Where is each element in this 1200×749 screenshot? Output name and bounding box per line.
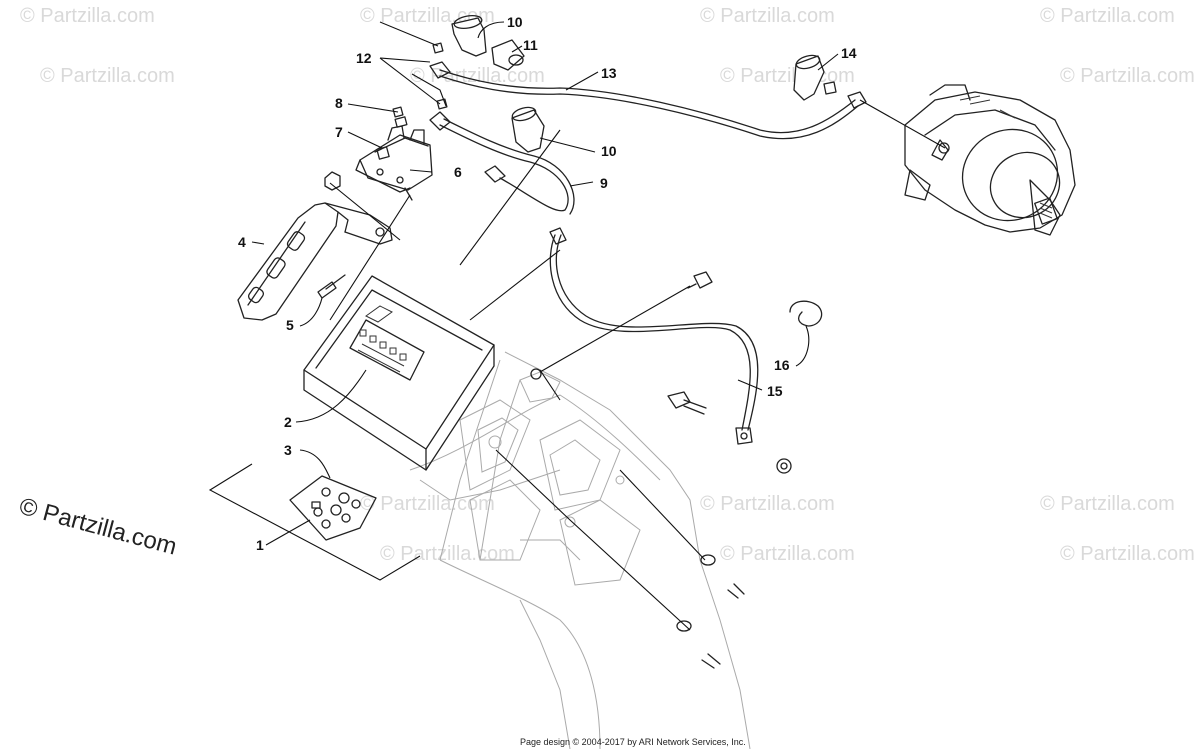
chassis-frame (409, 351, 751, 749)
watermark-text: © Partzilla.com (360, 493, 495, 515)
starter-motor (904, 84, 1076, 236)
callout-12: 12 (356, 50, 372, 66)
callout-8: 8 (335, 95, 343, 111)
callout-labels: 10 11 12 13 14 8 7 10 6 9 4 5 16 15 2 3 … (238, 14, 857, 553)
callout-7: 7 (335, 124, 343, 140)
callout-4: 4 (238, 234, 246, 250)
cables (429, 61, 867, 445)
watermark-text: © Partzilla.com (1060, 65, 1195, 87)
watermark-text: © Partzilla.com (40, 65, 175, 87)
leader-lines (251, 21, 946, 631)
page-footer: Page design © 2004-2017 by ARI Network S… (520, 737, 746, 747)
watermark-text: © Partzilla.com (410, 65, 545, 87)
callout-3: 3 (284, 442, 292, 458)
nuts (392, 42, 448, 118)
bolt (317, 274, 346, 299)
callout-16: 16 (774, 357, 790, 373)
callout-6: 6 (454, 164, 462, 180)
callout-1: 1 (256, 537, 264, 553)
callout-11: 11 (523, 37, 538, 53)
callout-9: 9 (600, 175, 608, 191)
hardware-bolts (530, 271, 792, 669)
watermark-text: © Partzilla.com (1040, 493, 1175, 515)
terminal-boots (451, 14, 837, 153)
watermark-text: © Partzilla.com (1040, 5, 1175, 27)
callout-10-mid: 10 (601, 143, 617, 159)
callout-14: 14 (841, 45, 857, 61)
watermark-text: © Partzilla.com (700, 493, 835, 515)
watermark-text: © Partzilla.com (380, 543, 515, 565)
callout-13: 13 (601, 65, 617, 81)
wire-clip (789, 300, 823, 327)
callout-10-top: 10 (507, 14, 523, 30)
hardware-kit (289, 475, 377, 541)
kit-bracket (208, 463, 421, 581)
battery (303, 275, 495, 471)
watermark-text: © Partzilla.com (20, 5, 155, 27)
watermark-text: © Partzilla.com (700, 5, 835, 27)
partzilla-watermark: © Partzilla.com (16, 493, 179, 561)
callout-15: 15 (767, 383, 783, 399)
solenoid-assembly (355, 116, 433, 201)
watermark-layer: © Partzilla.com © Partzilla.com © Partzi… (20, 5, 1195, 565)
watermark-text: © Partzilla.com (1060, 543, 1195, 565)
watermark-text: © Partzilla.com (720, 543, 855, 565)
battery-strap (237, 171, 393, 321)
callout-5: 5 (286, 317, 294, 333)
callout-2: 2 (284, 414, 292, 430)
